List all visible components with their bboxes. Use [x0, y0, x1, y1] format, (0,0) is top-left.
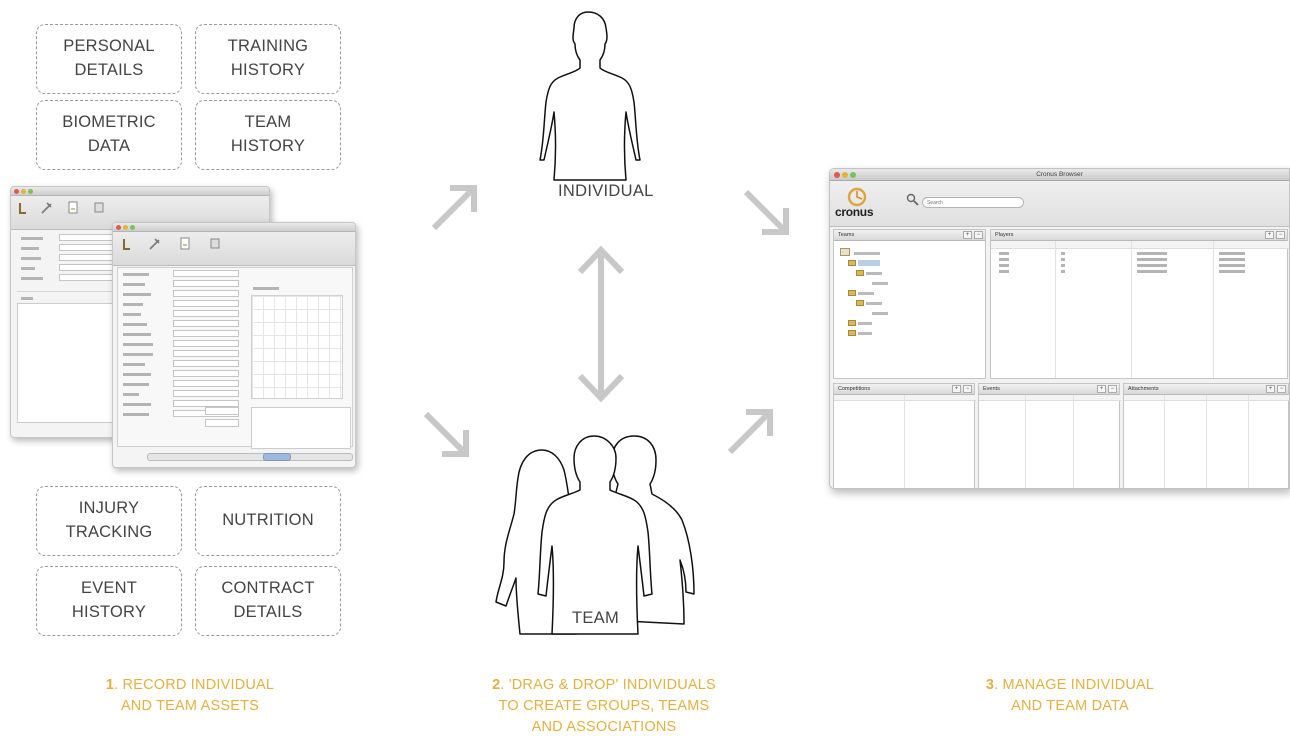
events-header: Events — [983, 386, 1000, 392]
individual-silhouette — [539, 11, 641, 181]
events-pane: Events + − — [978, 383, 1121, 488]
arrow-team-to-manage — [727, 409, 773, 455]
add-competition-button[interactable]: + — [952, 385, 961, 393]
add-attachment-button[interactable]: + — [1266, 385, 1275, 393]
window-toolbar — [113, 232, 355, 266]
cronus-logo-text: cronus — [835, 205, 874, 219]
asset-training-history: TRAINING HISTORY — [195, 24, 341, 94]
remove-event-button[interactable]: − — [1108, 385, 1117, 393]
tools-icon — [149, 238, 160, 250]
step2-caption: 2. 'DRAG & DROP' INDIVIDUALS TO CREATE G… — [492, 677, 716, 736]
add-event-button[interactable]: + — [1097, 385, 1106, 393]
close-button[interactable] — [834, 172, 840, 178]
zoom-button[interactable] — [850, 172, 856, 178]
asset-personal-details: PERSONAL DETAILS — [36, 24, 182, 94]
document-icon — [180, 237, 190, 250]
minimize-button[interactable] — [842, 172, 848, 178]
step1-caption: 1. RECORD INDIVIDUAL AND TEAM ASSETS — [105, 677, 275, 715]
tools-icon — [41, 202, 52, 214]
window-title-bar — [11, 187, 269, 196]
add-team-button[interactable]: + — [963, 231, 972, 239]
browser-title: Cronus Browser — [1036, 171, 1083, 178]
competitions-header: Competitions — [838, 386, 871, 392]
cronus-logo-icon — [847, 187, 867, 207]
attachments-pane: Attachments + − — [1123, 383, 1289, 488]
teams-header: Teams — [838, 232, 855, 238]
competitions-pane: Competitions + − — [833, 383, 976, 488]
add-entry-icon — [123, 239, 130, 250]
attachments-header: Attachments — [1128, 386, 1159, 392]
add-entry-icon — [19, 203, 26, 214]
asset-injury-tracking: INJURY TRACKING — [36, 486, 182, 556]
asset-team-history: TEAM HISTORY — [195, 100, 341, 170]
browser-title-bar: Cronus Browser — [830, 169, 1289, 181]
remove-competition-button[interactable]: − — [963, 385, 972, 393]
team-silhouettes — [495, 435, 695, 635]
search-icon — [906, 193, 919, 206]
save-icon — [94, 202, 104, 213]
players-pane: Players + − — [990, 229, 1289, 379]
individual-label: INDIVIDUAL — [558, 182, 654, 200]
remove-team-button[interactable]: − — [974, 231, 983, 239]
arrow-individual-to-manage — [743, 189, 789, 235]
search-input[interactable] — [922, 197, 1024, 208]
window-title-bar — [113, 223, 355, 232]
teams-pane: Teams + − — [833, 229, 986, 379]
cronus-browser-window: Cronus Browser cronus Teams + − Players — [829, 168, 1290, 489]
team-label: TEAM — [572, 609, 620, 627]
remove-attachment-button[interactable]: − — [1277, 385, 1286, 393]
document-icon — [68, 201, 78, 214]
player-record-window-front — [112, 222, 356, 468]
save-icon — [210, 238, 220, 249]
add-player-button[interactable]: + — [1265, 231, 1274, 239]
arrow-to-team — [423, 411, 469, 457]
arrow-to-individual — [431, 185, 477, 231]
asset-contract-details: CONTRACT DETAILS — [195, 566, 341, 636]
asset-event-history: EVENT HISTORY — [36, 566, 182, 636]
asset-nutrition: NUTRITION — [195, 486, 341, 556]
players-header: Players — [995, 232, 1014, 238]
asset-biometric-data: BIOMETRIC DATA — [36, 100, 182, 170]
step3-caption: 3. MANAGE INDIVIDUAL AND TEAM DATA — [985, 677, 1155, 715]
remove-player-button[interactable]: − — [1276, 231, 1285, 239]
double-arrow-individual-team — [577, 245, 625, 403]
